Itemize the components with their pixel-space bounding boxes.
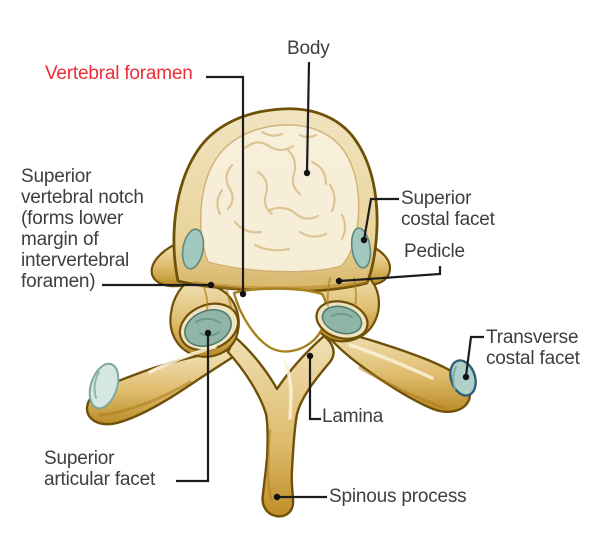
left-superior-articular-facet (178, 302, 240, 352)
superior-articular-facet-leader-dot (204, 329, 212, 337)
lamina-and-spinous-process (226, 334, 335, 518)
vertebral-foramen-opening (232, 287, 328, 353)
vertebral-foramen-leader-dot (239, 290, 247, 298)
pedicle-leader-dot (335, 277, 343, 285)
label-pedicle: Pedicle (404, 241, 465, 262)
trabecular-texture (216, 130, 347, 252)
label-transverse-costal-facet: Transverse costal facet (486, 327, 580, 369)
superior-costal-facet-leader-dot (360, 236, 368, 244)
bone-group (85, 107, 477, 518)
label-superior-costal-facet: Superior costal facet (401, 188, 495, 230)
label-vertebral-foramen: Vertebral foramen (45, 63, 193, 84)
spinous-process-leader-dot (273, 493, 281, 501)
label-lamina: Lamina (322, 406, 384, 427)
label-spinous-process: Spinous process (329, 486, 467, 507)
left-transverse-tip-facet (88, 362, 120, 410)
transverse-costal-facet-leader-line (464, 335, 484, 377)
body-leader-dot (303, 169, 311, 177)
vertebral-foramen-leader-line (206, 75, 245, 294)
lamina-leader-dot (306, 352, 314, 360)
left-transverse-process (85, 348, 235, 426)
left-superior-costal-facet (181, 228, 205, 270)
lamina-leader-line (308, 357, 321, 421)
leader-dots (204, 169, 470, 501)
leader-lines (102, 61, 484, 499)
bone-shading (98, 277, 447, 502)
superior-articular-facet-leader-line (176, 334, 210, 483)
label-superior-articular-facet: Superior articular facet (44, 448, 156, 490)
body-leader-line (305, 61, 311, 173)
superior-vertebral-notch-leader-dot (207, 281, 215, 289)
label-superior-vertebral-notch: Superior vertebral notch (forms lower ma… (21, 166, 144, 292)
transverse-costal-facet-leader-dot (462, 373, 470, 381)
label-body: Body (287, 38, 330, 59)
pedicle-leader-line (339, 266, 442, 283)
right-superior-articular-facet (315, 300, 369, 340)
superior-costal-facet-leader-line (362, 197, 399, 241)
